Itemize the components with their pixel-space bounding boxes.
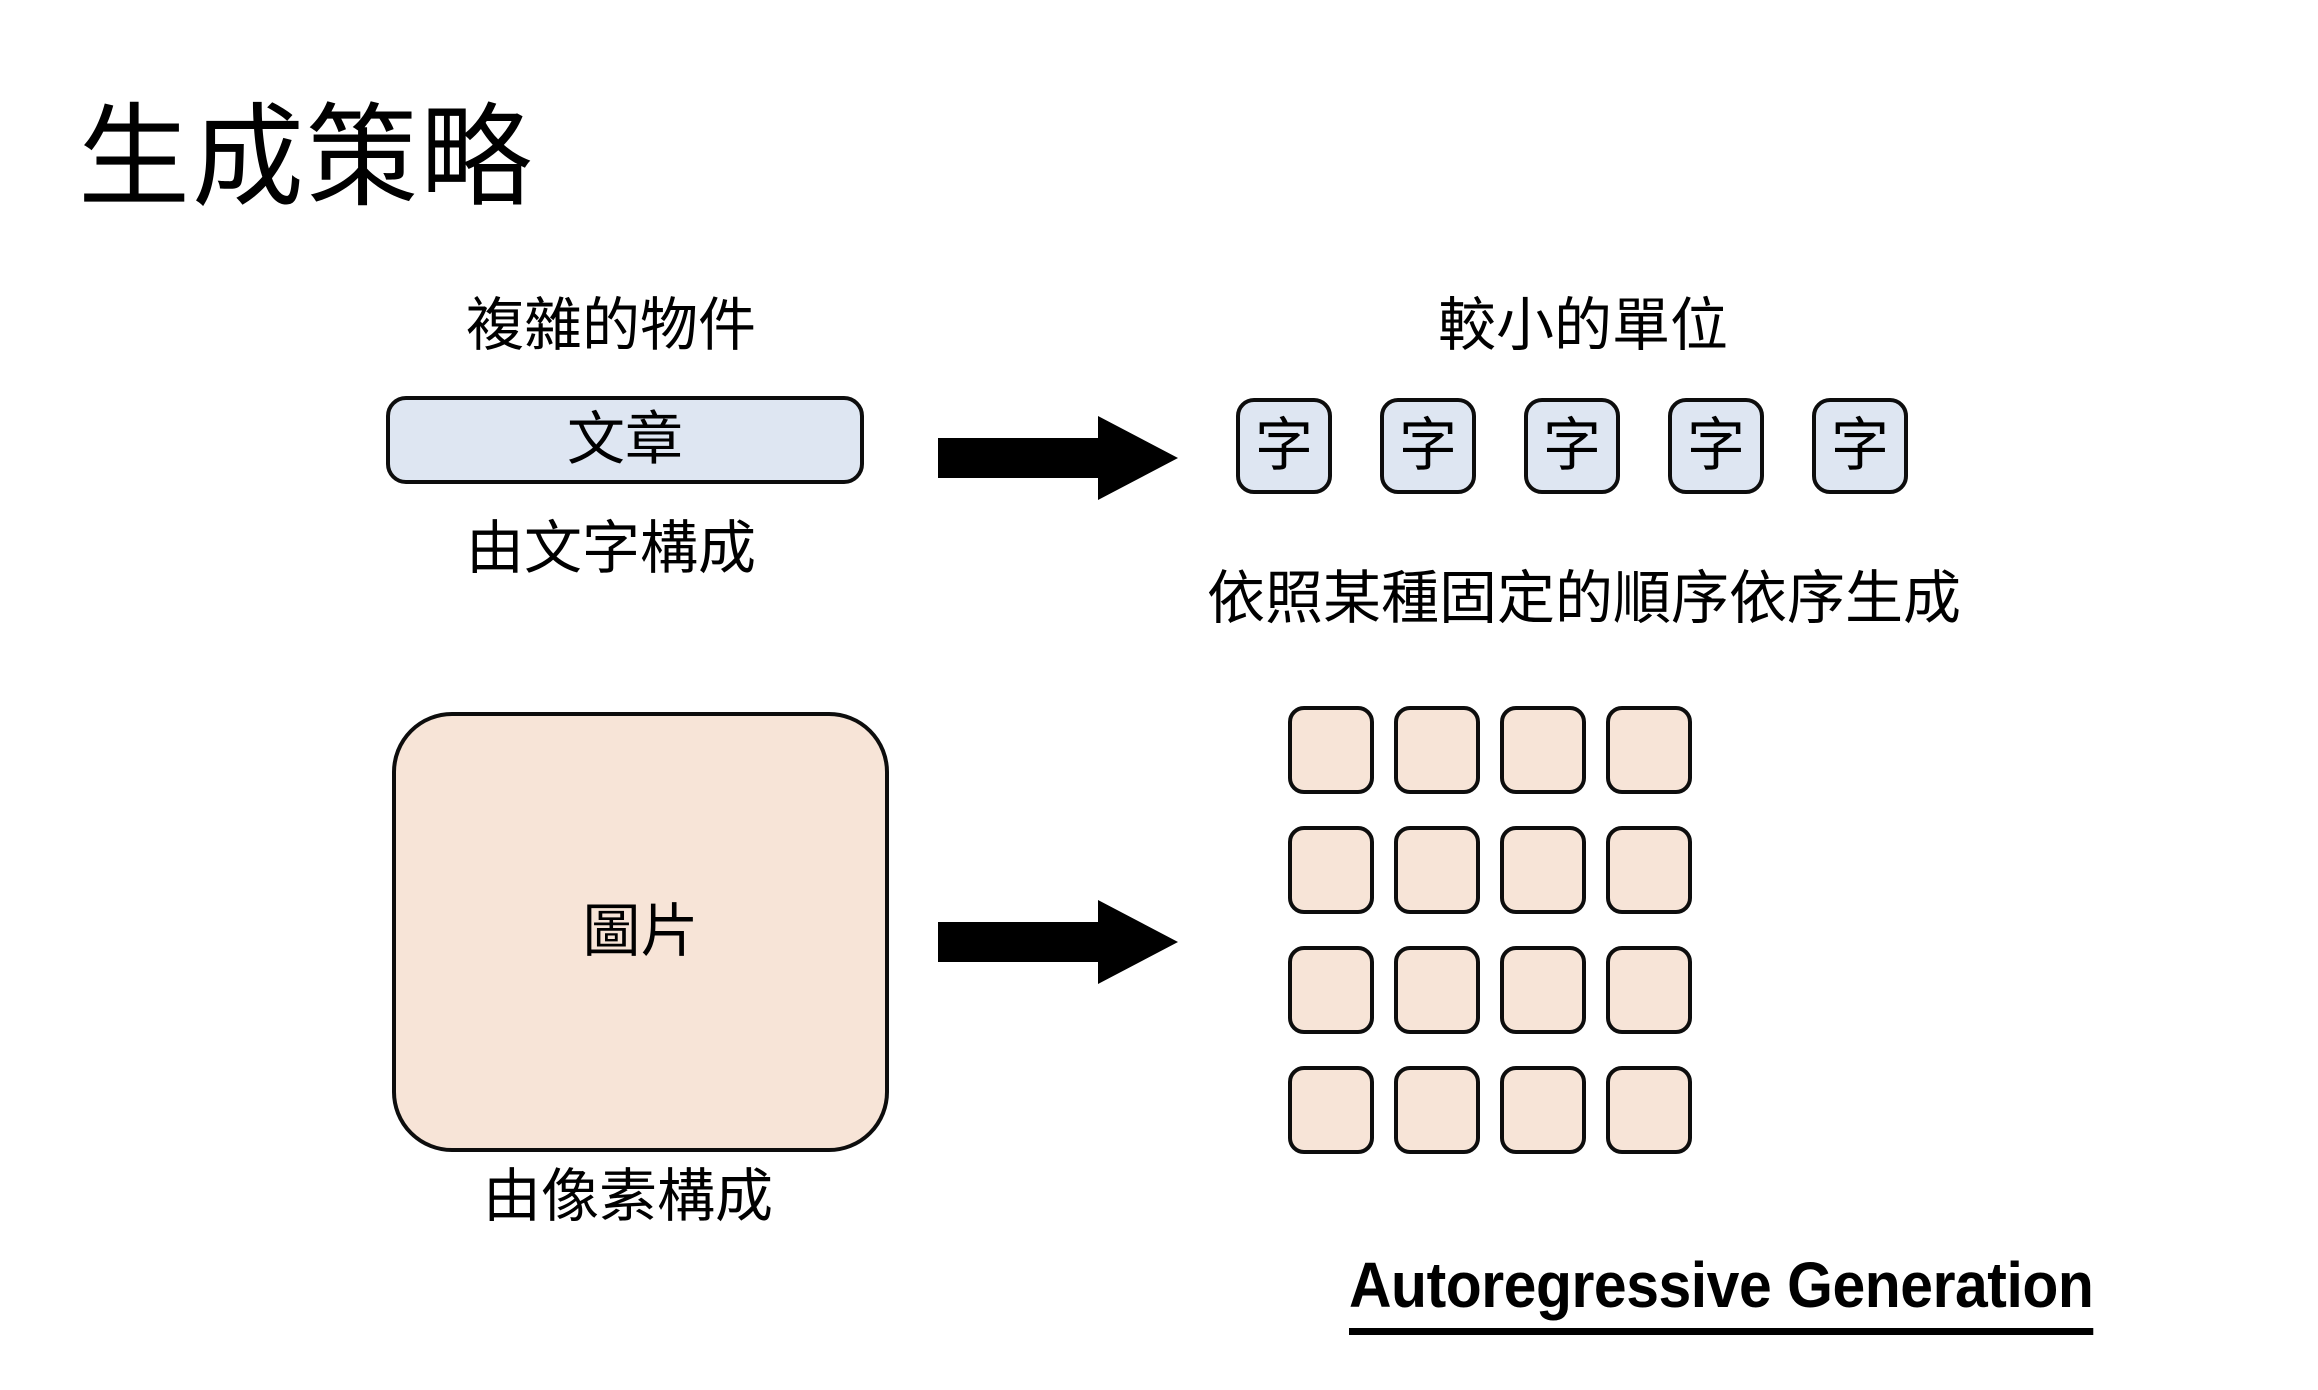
pixel-tile	[1288, 706, 1374, 794]
pixel-tile	[1500, 826, 1586, 914]
pixel-tile	[1288, 826, 1374, 914]
pixel-tile	[1394, 826, 1480, 914]
pixel-tile	[1394, 946, 1480, 1034]
token-row: 字 字 字 字 字	[1236, 398, 1908, 494]
caption-complex-object: 複雜的物件	[466, 293, 757, 358]
image-box: 圖片	[392, 712, 889, 1152]
pixel-tile	[1606, 1066, 1692, 1154]
token-label: 字	[1830, 413, 1889, 478]
pixel-tile	[1500, 1066, 1586, 1154]
token-box: 字	[1812, 398, 1908, 494]
caption-made-of-pixels: 由像素構成	[483, 1164, 774, 1229]
right-arrow-icon	[938, 416, 1178, 500]
pixel-tile	[1288, 1066, 1374, 1154]
token-label: 字	[1398, 413, 1457, 478]
pixel-grid	[1288, 706, 1692, 1154]
caption-smaller-unit: 較小的單位	[1438, 293, 1729, 358]
pixel-tile	[1606, 826, 1692, 914]
article-box-label: 文章	[566, 407, 683, 472]
pixel-tile	[1288, 946, 1374, 1034]
caption-sequential-generation: 依照某種固定的順序依序生成	[1207, 566, 1962, 631]
pixel-tile	[1500, 946, 1586, 1034]
pixel-tile	[1394, 1066, 1480, 1154]
pixel-tile	[1606, 946, 1692, 1034]
right-arrow-icon	[938, 900, 1178, 984]
image-box-label: 圖片	[582, 899, 699, 964]
token-box: 字	[1524, 398, 1620, 494]
pixel-tile	[1394, 706, 1480, 794]
page-title: 生成策略	[78, 95, 534, 220]
token-box: 字	[1668, 398, 1764, 494]
token-box: 字	[1380, 398, 1476, 494]
pixel-tile	[1500, 706, 1586, 794]
caption-made-of-text: 由文字構成	[466, 516, 757, 581]
token-label: 字	[1686, 413, 1745, 478]
pixel-tile	[1606, 706, 1692, 794]
token-label: 字	[1542, 413, 1601, 478]
autoregressive-generation-label: Autoregressive Generation	[1349, 1248, 2094, 1335]
token-box: 字	[1236, 398, 1332, 494]
article-box: 文章	[386, 396, 864, 484]
token-label: 字	[1254, 413, 1313, 478]
